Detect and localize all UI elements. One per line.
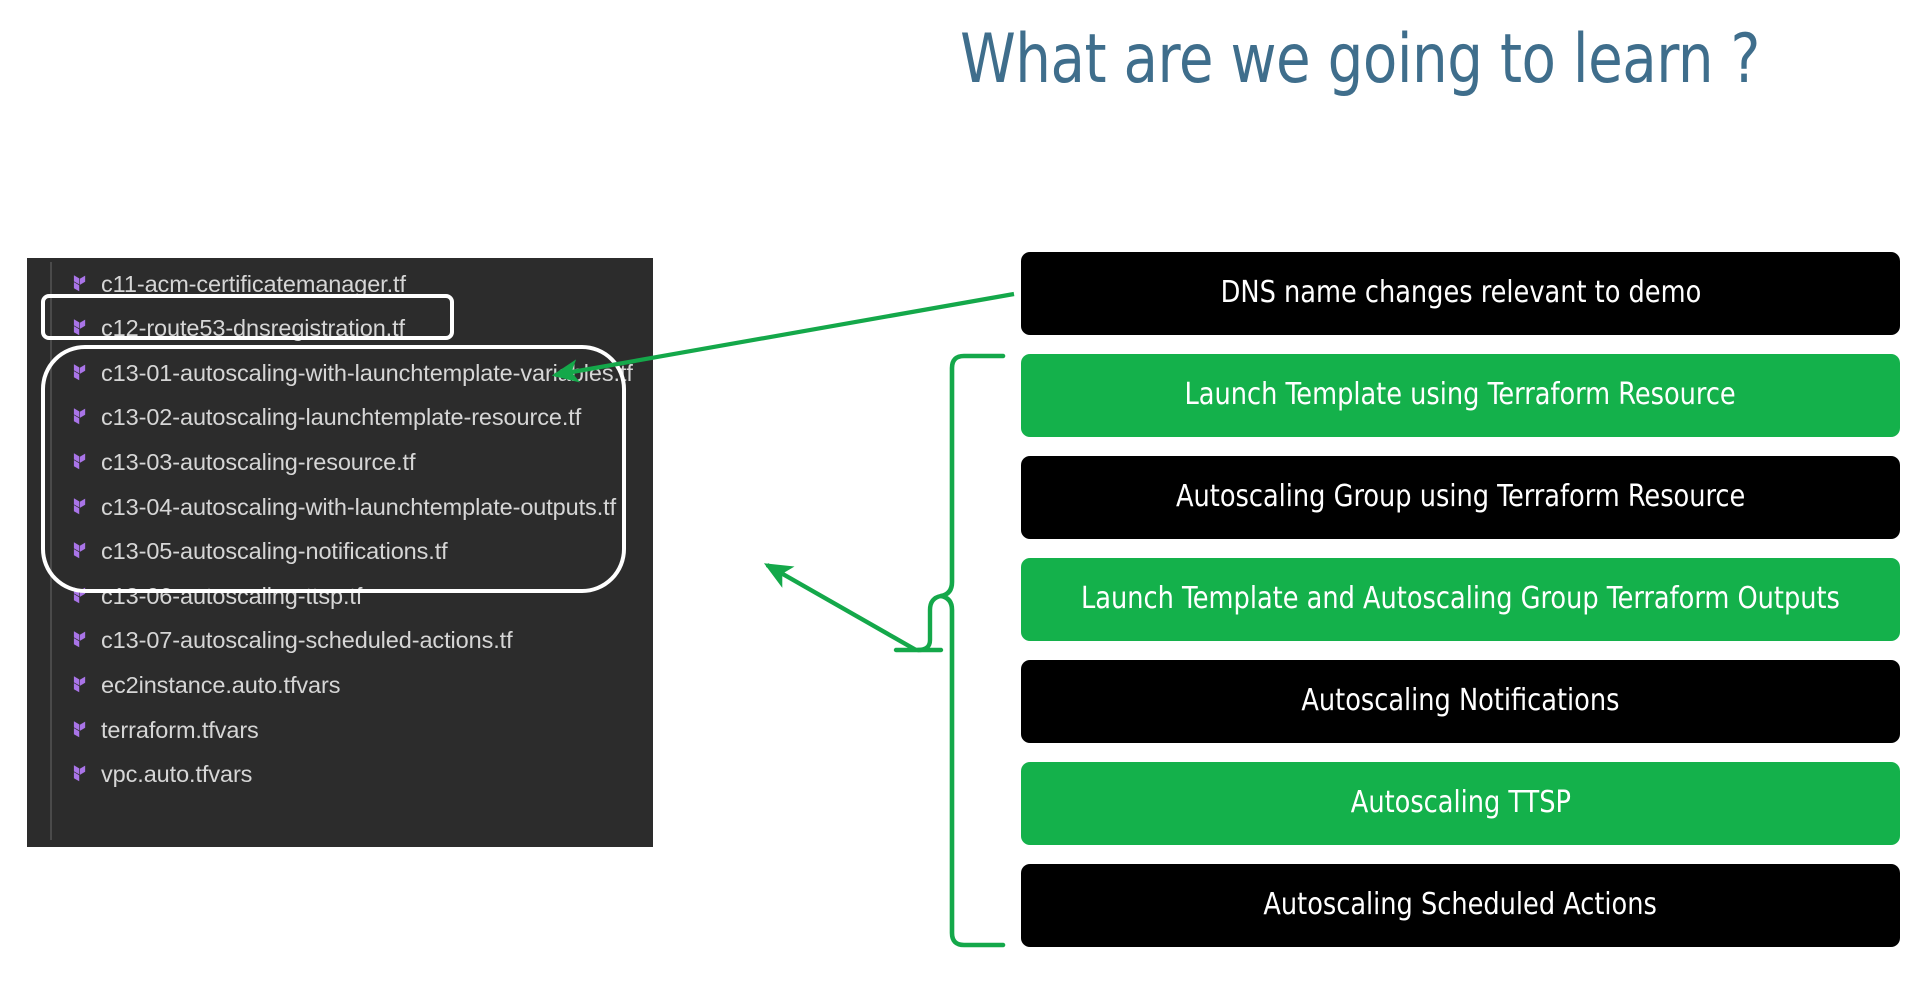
file-row[interactable]: c13-01-autoscaling-with-launchtemplate-v… <box>27 351 653 395</box>
file-row[interactable]: c12-route53-dnsregistration.tf <box>27 307 653 351</box>
callout-label: Autoscaling TTSP <box>1350 785 1571 821</box>
callout-box[interactable]: DNS name changes relevant to demo <box>1021 252 1900 335</box>
callout-label: Autoscaling Notifications <box>1301 683 1620 719</box>
file-row[interactable]: c13-02-autoscaling-launchtemplate-resour… <box>27 396 653 440</box>
callout-label: Launch Template and Autoscaling Group Te… <box>1081 581 1840 617</box>
arrow-brace-to-c13-group <box>763 563 918 652</box>
file-name-label: c13-03-autoscaling-resource.tf <box>101 448 416 475</box>
callout-box[interactable]: Autoscaling TTSP <box>1021 762 1900 845</box>
file-row[interactable]: terraform.tfvars <box>27 708 653 752</box>
file-name-label: c13-05-autoscaling-notifications.tf <box>101 538 448 565</box>
terraform-icon <box>65 405 90 430</box>
callout-box[interactable]: Autoscaling Group using Terraform Resour… <box>1021 456 1900 539</box>
terraform-icon <box>65 762 90 787</box>
file-row[interactable]: vpc.auto.tfvars <box>27 753 653 797</box>
terraform-icon <box>65 584 90 609</box>
file-row[interactable]: c13-04-autoscaling-with-launchtemplate-o… <box>27 485 653 529</box>
file-row[interactable]: ec2instance.auto.tfvars <box>27 663 653 707</box>
file-name-label: c11-acm-certificatemanager.tf <box>101 270 406 297</box>
terraform-icon <box>65 628 90 653</box>
file-name-label: terraform.tfvars <box>101 716 259 743</box>
callout-box[interactable]: Autoscaling Scheduled Actions <box>1021 864 1900 947</box>
file-row[interactable]: c13-03-autoscaling-resource.tf <box>27 440 653 484</box>
file-name-label: ec2instance.auto.tfvars <box>101 671 341 698</box>
callout-box[interactable]: Autoscaling Notifications <box>1021 660 1900 743</box>
indent-guide <box>50 262 52 840</box>
terraform-icon <box>65 450 90 475</box>
file-row[interactable]: c13-07-autoscaling-scheduled-actions.tf <box>27 619 653 663</box>
callout-label: Launch Template using Terraform Resource <box>1184 377 1737 413</box>
file-name-label: c13-06-autoscaling-ttsp.tf <box>101 582 363 609</box>
file-name-label: vpc.auto.tfvars <box>101 761 253 788</box>
brace-tip-elbow <box>915 593 944 653</box>
file-name-label: c13-07-autoscaling-scheduled-actions.tf <box>101 627 513 654</box>
file-row[interactable]: c13-06-autoscaling-ttsp.tf <box>27 574 653 618</box>
file-explorer-panel[interactable]: c11-acm-certificatemanager.tf c12-route53… <box>27 258 653 847</box>
file-name-label: c13-01-autoscaling-with-launchtemplate-v… <box>101 359 633 386</box>
terraform-icon <box>65 316 90 341</box>
page-title: What are we going to learn ? <box>960 20 1760 99</box>
callout-label: Autoscaling Group using Terraform Resour… <box>1175 479 1746 515</box>
callout-label: Autoscaling Scheduled Actions <box>1263 887 1658 923</box>
group-brace <box>938 353 1006 948</box>
callout-box[interactable]: Launch Template using Terraform Resource <box>1021 354 1900 437</box>
file-name-label: c12-route53-dnsregistration.tf <box>101 315 405 342</box>
terraform-icon <box>65 673 90 698</box>
terraform-icon <box>65 495 90 520</box>
terraform-icon <box>65 539 90 564</box>
callout-label: DNS name changes relevant to demo <box>1220 275 1701 311</box>
file-row[interactable]: c13-05-autoscaling-notifications.tf <box>27 530 653 574</box>
file-name-label: c13-02-autoscaling-launchtemplate-resour… <box>101 404 582 431</box>
terraform-icon <box>65 272 90 297</box>
file-name-label: c13-04-autoscaling-with-launchtemplate-o… <box>101 493 616 520</box>
terraform-icon <box>65 361 90 386</box>
file-row[interactable]: c11-acm-certificatemanager.tf <box>27 262 653 306</box>
terraform-icon <box>65 718 90 743</box>
callout-box[interactable]: Launch Template and Autoscaling Group Te… <box>1021 558 1900 641</box>
